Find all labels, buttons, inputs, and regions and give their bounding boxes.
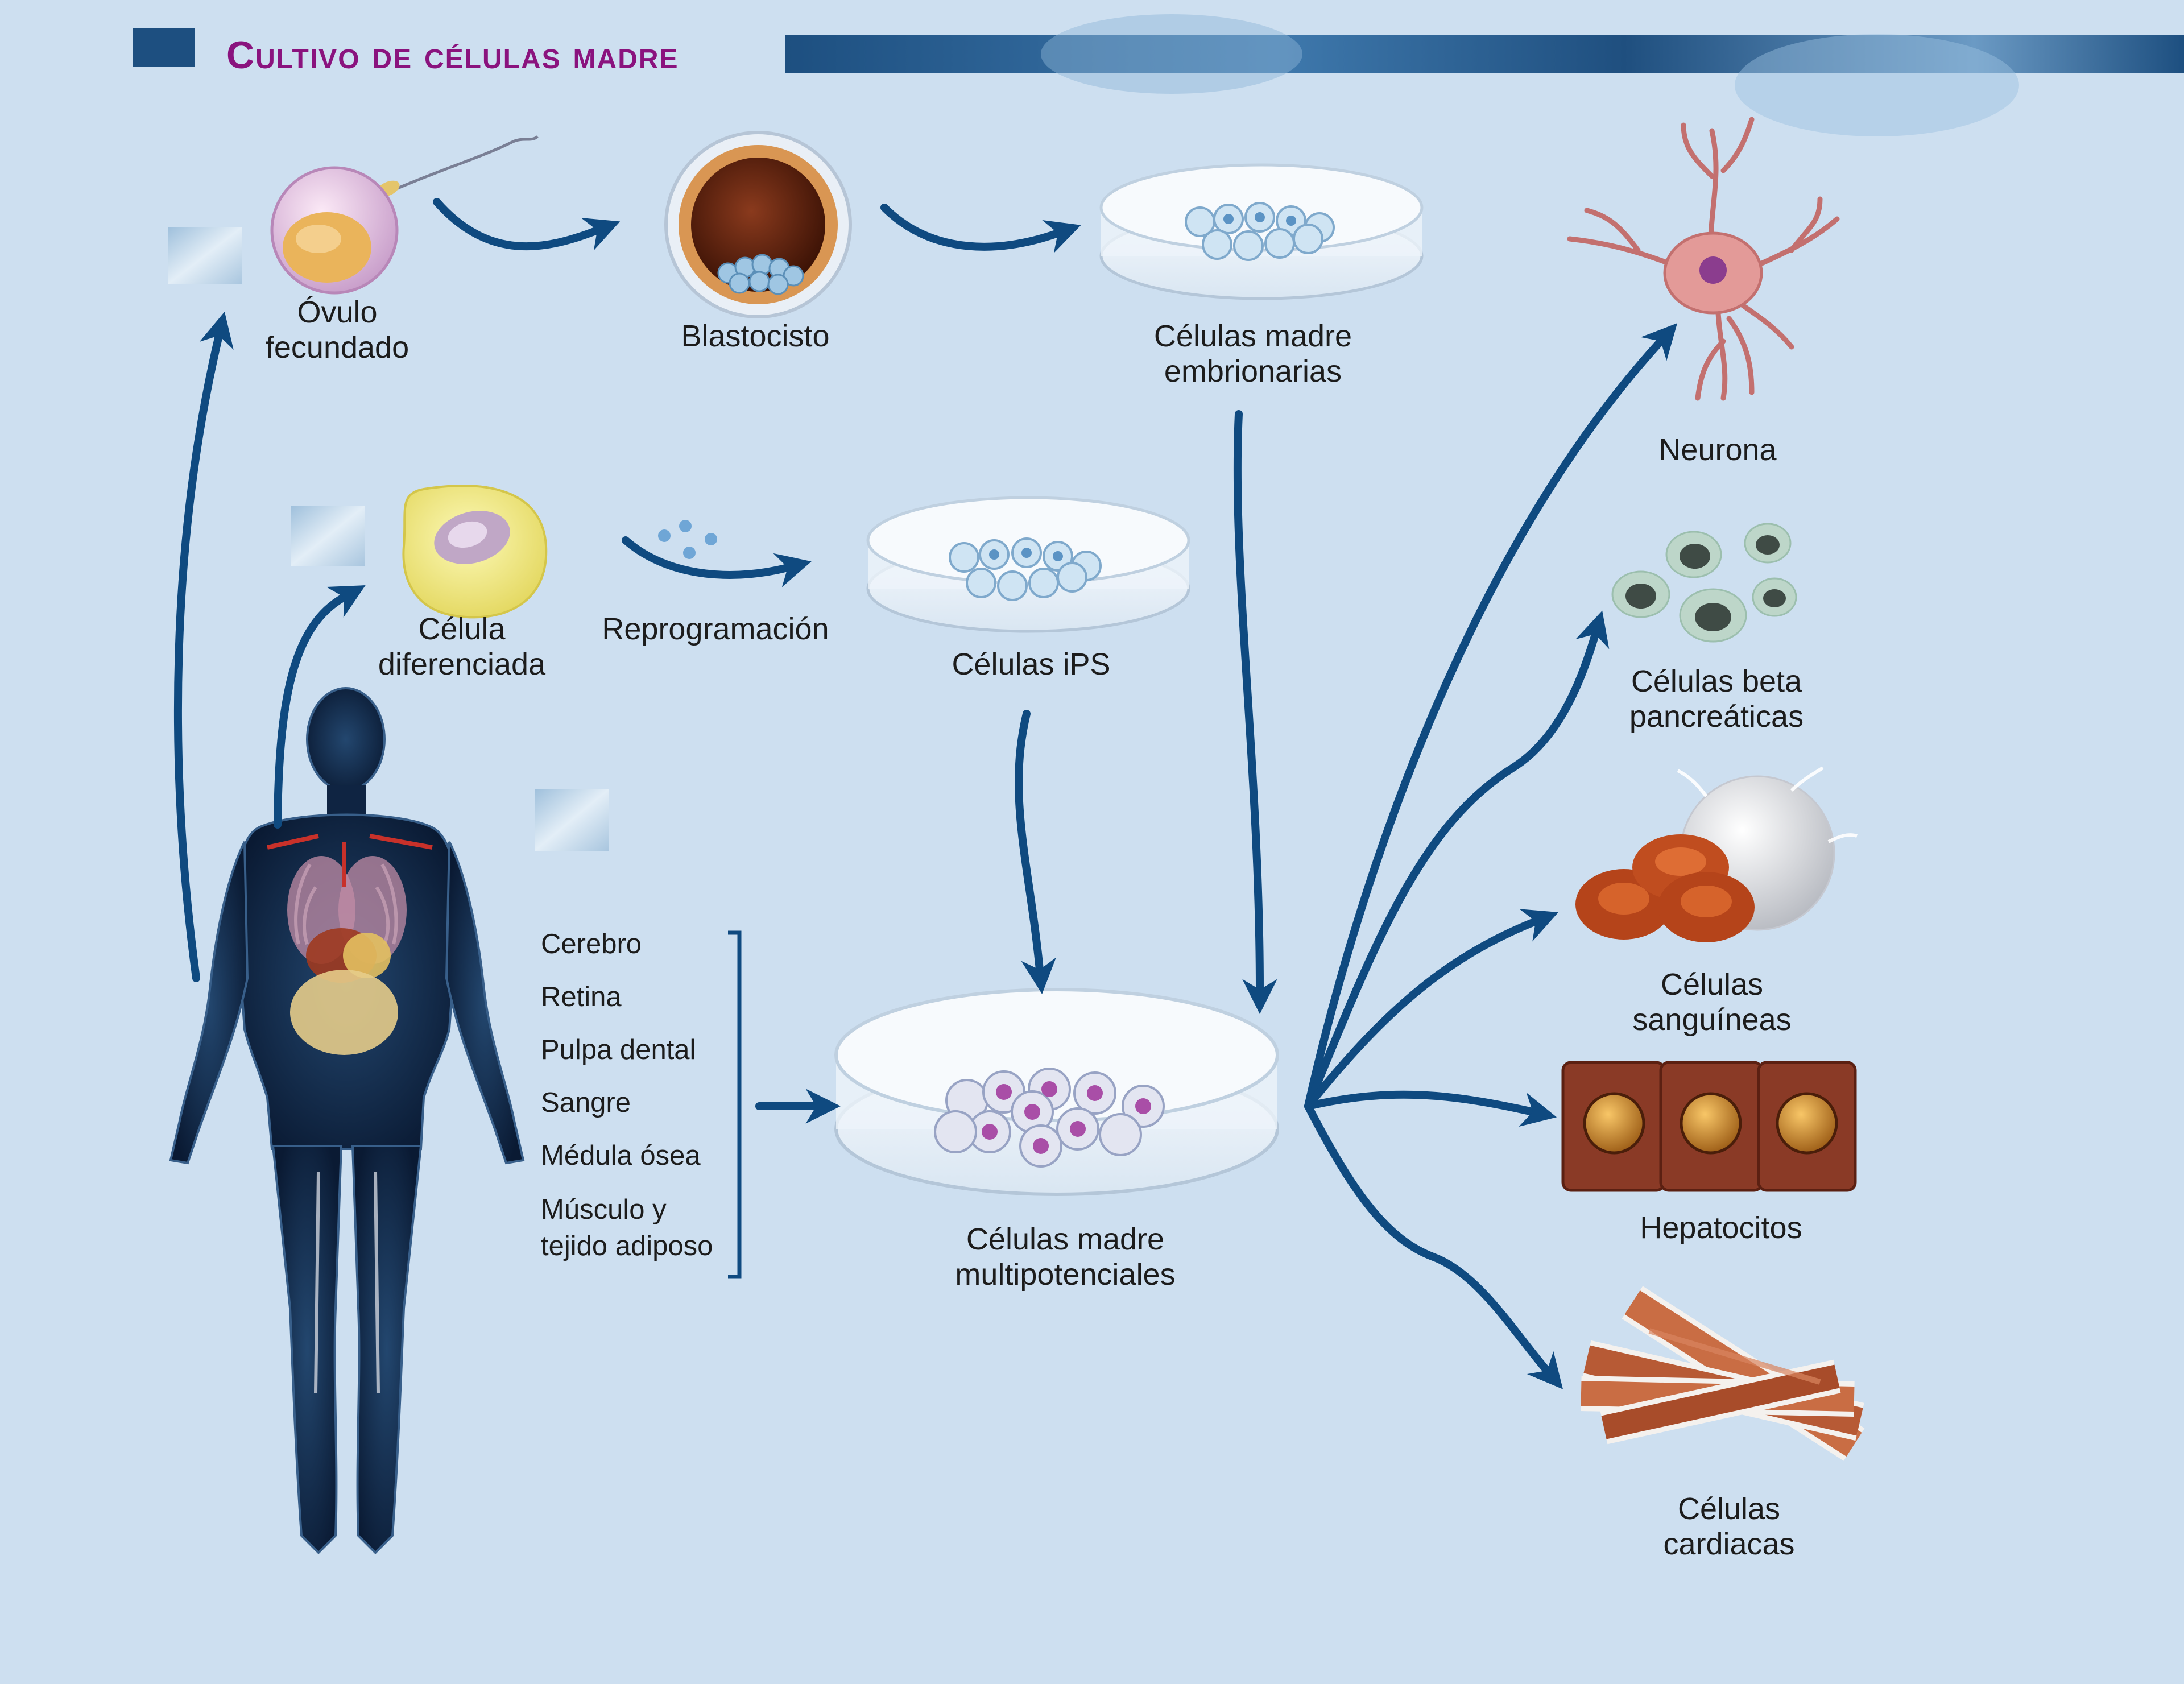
pancreatic-beta-cells-icon bbox=[1611, 523, 1797, 643]
arrow-body-to-differentiated bbox=[274, 585, 366, 829]
tissue-item: Médula ósea bbox=[541, 1140, 701, 1171]
tissue-bracket bbox=[728, 930, 742, 1279]
hepatocytes-icon bbox=[1561, 1061, 1857, 1192]
photo-placeholder bbox=[291, 506, 365, 566]
neuron-body bbox=[1663, 231, 1763, 315]
label-beta-cells: Células beta pancreáticas bbox=[1629, 664, 1804, 734]
tissue-item: Pulpa dental bbox=[541, 1035, 696, 1065]
arrow-reprogramming-to-ips bbox=[622, 536, 812, 587]
arrow-body-to-egg bbox=[173, 312, 234, 982]
cardiac-cells-icon bbox=[1581, 1286, 1865, 1461]
arrow-to-beta bbox=[1304, 610, 1610, 1110]
label-neuron: Neurona bbox=[1658, 433, 1777, 467]
arrow-to-hepatocytes bbox=[1304, 1090, 1557, 1127]
label-blastocyst: Blastocisto bbox=[681, 319, 830, 353]
blood-cells-icon bbox=[1575, 766, 1858, 942]
label-fertilized-egg: Óvulo fecundado bbox=[265, 295, 410, 365]
diagram-title: Cultivo de células madre bbox=[226, 34, 679, 77]
reprogramming-factors-icon bbox=[658, 520, 717, 559]
multipotent-dish-icon bbox=[834, 988, 1279, 1196]
header-block bbox=[133, 28, 195, 67]
embryonic-dish-icon bbox=[1099, 163, 1424, 300]
arrow-embryonic-to-multipotent bbox=[1233, 410, 1277, 1015]
label-differentiated-cell: Célula diferenciada bbox=[378, 612, 546, 681]
photo-placeholder bbox=[535, 789, 609, 851]
arrow-blastocyst-to-dish bbox=[880, 204, 1081, 254]
arrow-egg-to-blastocyst bbox=[433, 198, 621, 251]
arrow-ips-to-multipotent bbox=[1015, 710, 1056, 994]
label-blood-cells: Células sanguíneas bbox=[1632, 967, 1792, 1037]
label-hepatocytes: Hepatocitos bbox=[1640, 1211, 1802, 1245]
label-embryonic-stem-cells: Células madre embrionarias bbox=[1153, 319, 1352, 388]
label-reprogramming: Reprogramación bbox=[602, 612, 829, 646]
flow-arrows bbox=[173, 198, 1678, 1389]
label-ips-cells: Células iPS bbox=[952, 647, 1111, 681]
fertilized-egg-icon bbox=[270, 135, 539, 295]
tissue-item: Cerebro bbox=[541, 929, 642, 959]
arrow-to-neuron bbox=[1304, 323, 1678, 1110]
label-cardiac-cells: Células cardiacas bbox=[1663, 1492, 1795, 1561]
differentiated-cell-icon bbox=[402, 485, 548, 619]
label-multipotent-stem-cells: Células madre multipotenciales bbox=[955, 1222, 1176, 1292]
tissue-item: Músculo y tejido adiposo bbox=[541, 1194, 713, 1261]
tissue-item: Retina bbox=[541, 982, 622, 1012]
header-band bbox=[785, 35, 2184, 73]
photo-placeholder bbox=[168, 227, 242, 284]
blastocyst-icon bbox=[664, 131, 852, 318]
arrow-to-blood bbox=[1304, 909, 1559, 1110]
ips-dish-icon bbox=[866, 496, 1190, 633]
header-bar bbox=[133, 14, 2184, 136]
tissue-item: Sangre bbox=[541, 1087, 631, 1118]
arrow-to-cardiac bbox=[1304, 1102, 1563, 1389]
human-body-icon bbox=[169, 687, 525, 1554]
